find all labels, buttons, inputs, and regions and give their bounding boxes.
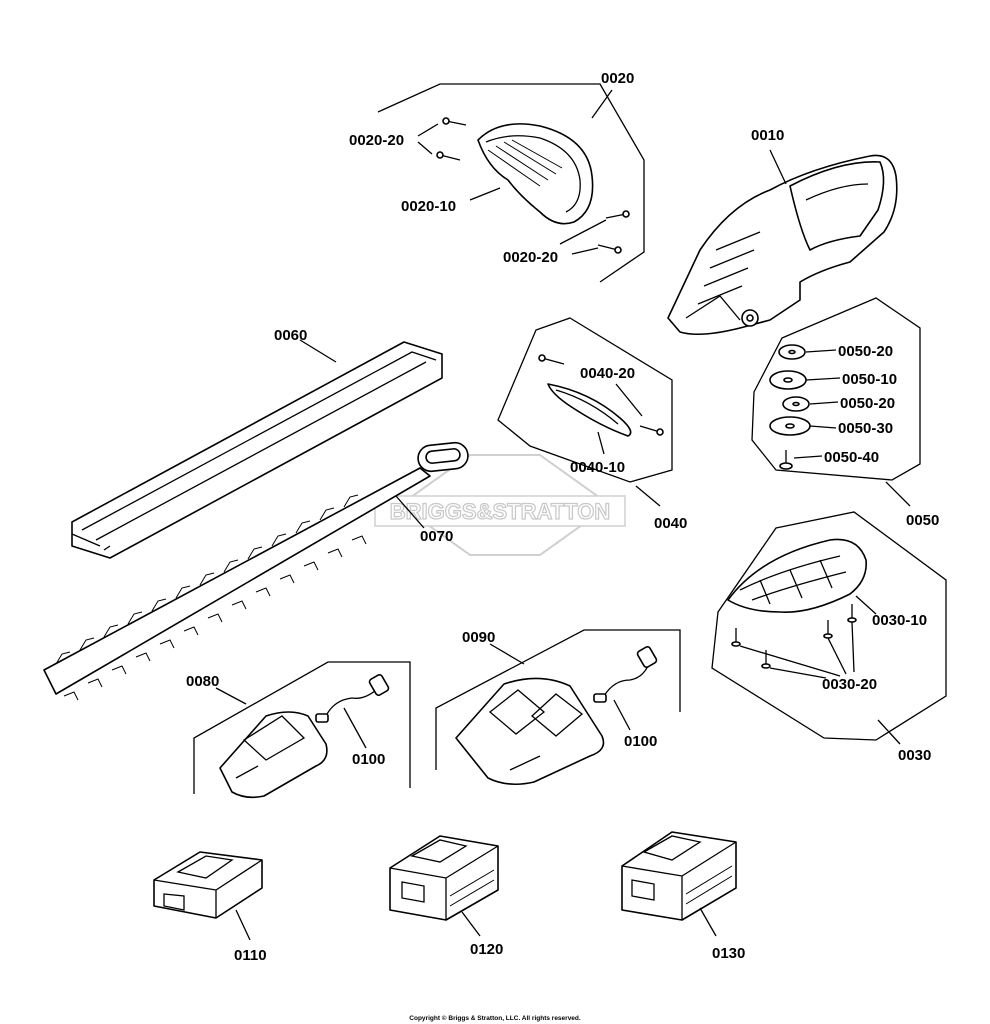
group-0040: 0040-20 0040-10 0040 — [497, 317, 687, 532]
group-0010: 0010 — [667, 127, 898, 336]
briggs-stratton-watermark: BRIGGS&STRATTON — [374, 454, 626, 556]
washer-icon — [782, 396, 810, 412]
screw-icon — [847, 604, 857, 623]
label-0020: 0020 — [601, 70, 634, 87]
label-0110: 0110 — [234, 947, 267, 964]
battery-icon — [153, 851, 263, 919]
label-0030-10: 0030-10 — [872, 612, 927, 629]
label-0020-10: 0020-10 — [401, 198, 456, 215]
label-0030: 0030 — [898, 747, 931, 764]
screw-icon — [436, 151, 461, 161]
label-0020-20-b: 0020-20 — [503, 249, 558, 266]
label-0090: 0090 — [462, 629, 495, 646]
label-0050-20-b: 0050-20 — [840, 395, 895, 412]
screw-icon — [442, 117, 467, 126]
plug-icon — [593, 646, 658, 703]
washer-icon — [769, 416, 811, 436]
group-0110: 0110 — [153, 851, 267, 964]
label-0040: 0040 — [654, 515, 687, 532]
group-0090: 0090 0100 — [435, 629, 681, 786]
bolt-icon — [779, 450, 793, 470]
screw-icon — [731, 628, 741, 647]
label-0120: 0120 — [470, 941, 503, 958]
label-0030-20: 0030-20 — [822, 676, 877, 693]
label-0100-b: 0100 — [624, 733, 657, 750]
battery-icon — [389, 835, 499, 921]
group-0120: 0120 — [389, 835, 503, 958]
copyright-text: Copyright © Briggs & Stratton, LLC. All … — [409, 1014, 581, 1022]
screw-icon — [597, 244, 622, 254]
label-0040-20: 0040-20 — [580, 365, 635, 382]
group-0030: 0030-10 0030-20 0030 — [711, 511, 947, 764]
screw-icon — [823, 620, 833, 639]
washer-icon — [778, 344, 806, 360]
label-0060: 0060 — [274, 327, 307, 344]
label-0020-20-a: 0020-20 — [349, 132, 404, 149]
plug-icon — [315, 674, 390, 723]
label-0050-20-a: 0050-20 — [838, 343, 893, 360]
label-0040-10: 0040-10 — [570, 459, 625, 476]
washer-icon — [769, 370, 807, 390]
group-0080: 0080 0100 — [186, 661, 411, 799]
group-0070: 0070 — [43, 441, 469, 701]
label-0050-30: 0050-30 — [838, 420, 893, 437]
label-0050-40: 0050-40 — [824, 449, 879, 466]
label-0050-10: 0050-10 — [842, 371, 897, 388]
label-0080: 0080 — [186, 673, 219, 690]
label-0070: 0070 — [420, 528, 453, 545]
screw-icon — [761, 650, 771, 669]
battery-icon — [621, 831, 737, 921]
screw-icon — [605, 210, 630, 219]
group-0060: 0060 — [71, 327, 443, 559]
label-0050: 0050 — [906, 512, 939, 529]
group-0130: 0130 — [621, 831, 745, 962]
label-0100-a: 0100 — [352, 751, 385, 768]
group-0050: 0050-20 0050-10 0050-20 0050-30 0050-40 … — [751, 297, 939, 529]
screw-icon — [538, 354, 565, 365]
svg-text:BRIGGS&STRATTON: BRIGGS&STRATTON — [390, 499, 610, 524]
screw-icon — [639, 425, 664, 436]
label-0130: 0130 — [712, 945, 745, 962]
group-0020: 0020 0020-20 0020-10 0020-20 — [349, 70, 645, 283]
label-0010: 0010 — [751, 127, 784, 144]
